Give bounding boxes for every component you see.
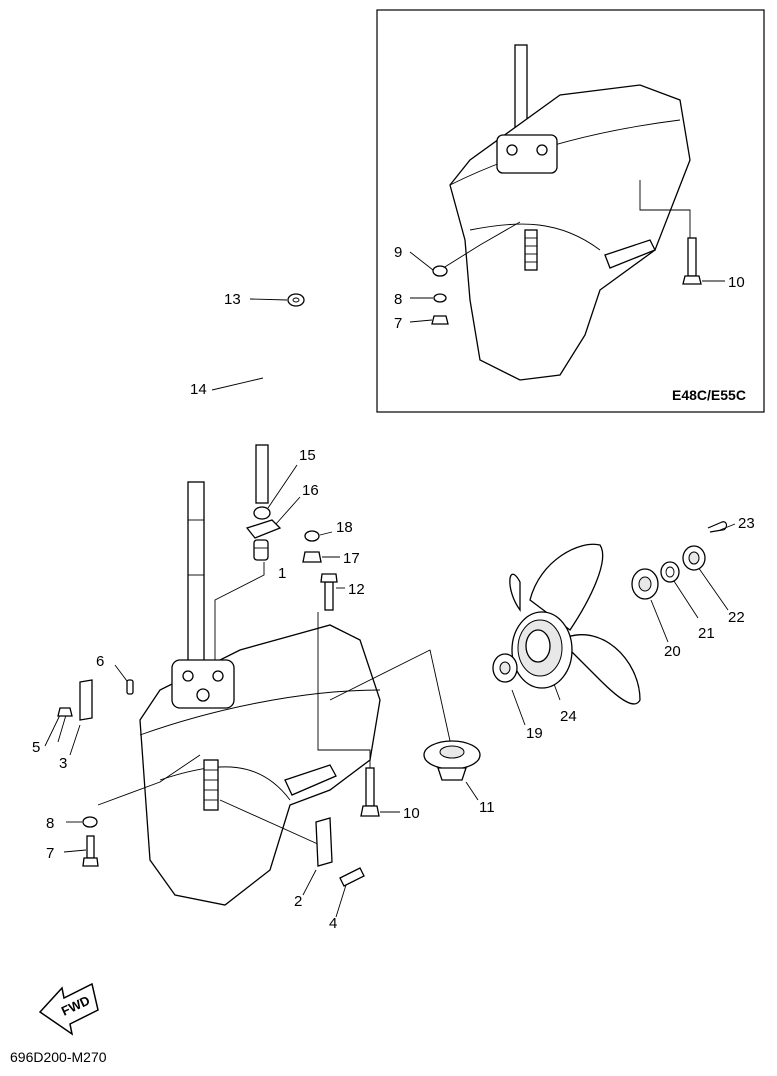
- callout-19: 19: [526, 725, 543, 742]
- callout-23: 23: [738, 515, 755, 532]
- callout-12: 12: [348, 581, 365, 598]
- leader-lines: [44, 298, 736, 918]
- callout-3: 3: [59, 755, 67, 772]
- callout-17: 17: [343, 550, 360, 567]
- callout-22: 22: [728, 609, 745, 626]
- propeller: [492, 521, 728, 705]
- callout-10: 10: [403, 805, 420, 822]
- callout-6: 6: [96, 653, 104, 670]
- callout-8: 8: [46, 815, 54, 832]
- inset-model-label: E48C/E55C: [672, 387, 746, 403]
- callout-inset-7: 7: [394, 315, 402, 332]
- callout-inset-8: 8: [394, 291, 402, 308]
- callout-20: 20: [664, 643, 681, 660]
- callout-14: 14: [190, 381, 207, 398]
- callout-24: 24: [560, 708, 577, 725]
- callout-numbers: 9 8 7 10 13 14 15 16 18 17 1 12 6 5 3 8 …: [32, 244, 755, 932]
- callout-15: 15: [299, 447, 316, 464]
- callout-4: 4: [329, 915, 337, 932]
- callout-16: 16: [302, 482, 319, 499]
- callout-inset-10: 10: [728, 274, 745, 291]
- small-parts: [57, 679, 481, 887]
- fwd-arrow-icon: FWD: [38, 982, 99, 1036]
- callout-7: 7: [46, 845, 54, 862]
- callout-21: 21: [698, 625, 715, 642]
- water-tube: [245, 293, 338, 611]
- inset-panel: [376, 9, 765, 413]
- callout-2: 2: [294, 893, 302, 910]
- callout-5: 5: [32, 739, 40, 756]
- lower-unit-assembly: [139, 481, 381, 906]
- callout-1: 1: [278, 565, 286, 582]
- callout-inset-9: 9: [394, 244, 402, 261]
- callout-18: 18: [336, 519, 353, 536]
- callout-13: 13: [224, 291, 241, 308]
- diagram-code: 696D200-M270: [10, 1049, 107, 1065]
- callout-11: 11: [479, 799, 495, 816]
